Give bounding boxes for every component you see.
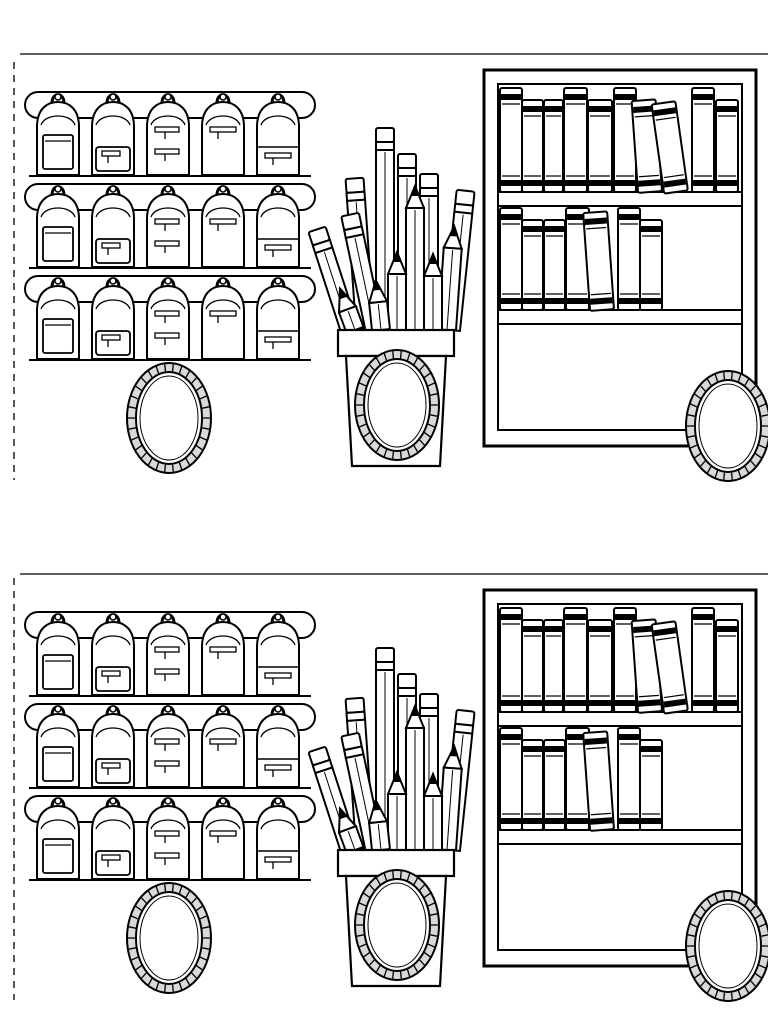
book-icon — [543, 219, 566, 311]
book-icon — [543, 739, 566, 831]
book-icon — [521, 99, 544, 193]
label-badge — [685, 890, 768, 1002]
book-icon — [499, 607, 523, 713]
book-icon — [617, 727, 641, 831]
backpack-icon — [201, 797, 245, 880]
label-badge — [354, 869, 440, 981]
book-icon — [499, 87, 523, 193]
book-icon — [582, 210, 615, 312]
book-icon — [563, 87, 588, 193]
backpack-icon — [146, 185, 190, 268]
book-icon — [691, 87, 715, 193]
bookcase-inner — [497, 83, 743, 431]
backpack-icon — [256, 277, 300, 360]
book-icon — [565, 727, 590, 831]
label-badge — [126, 362, 212, 474]
worksheet-panel-top — [20, 53, 768, 482]
book-icon — [521, 619, 544, 713]
backpack-icon — [146, 797, 190, 880]
book-icon — [587, 619, 613, 713]
book-icon — [521, 219, 544, 311]
backpack-icon — [256, 185, 300, 268]
backpack-icon — [36, 797, 80, 880]
backpack-icon — [91, 613, 135, 696]
bookcase-shelf — [497, 711, 743, 727]
backpack-icon — [91, 93, 135, 176]
backpack-icon — [91, 705, 135, 788]
bookcase-shelf — [497, 309, 743, 325]
book-icon — [499, 207, 523, 311]
book-icon — [582, 730, 615, 832]
backpack-icon — [256, 93, 300, 176]
pencil-icon — [404, 183, 426, 331]
worksheet-panel-bottom — [20, 573, 768, 1002]
backpack-icon — [201, 185, 245, 268]
backpack-icon — [256, 613, 300, 696]
book-icon — [650, 100, 689, 195]
book-icon — [521, 739, 544, 831]
backpack-icon — [91, 185, 135, 268]
book-icon — [565, 207, 590, 311]
backpack-icon — [201, 277, 245, 360]
backpack-icon — [146, 277, 190, 360]
label-badge — [354, 349, 440, 461]
backpack-icon — [146, 705, 190, 788]
pencil-icon — [337, 806, 365, 855]
book-icon — [613, 607, 637, 713]
bookcase — [482, 68, 758, 448]
backpack-icon — [201, 613, 245, 696]
bookcase-inner — [497, 603, 743, 951]
book-icon — [691, 607, 715, 713]
label-badge — [685, 370, 768, 482]
backpack-icon — [201, 705, 245, 788]
pencil-icon — [422, 251, 444, 331]
pencil-icon — [436, 743, 464, 852]
backpack-rack — [24, 611, 316, 881]
backpack-icon — [256, 797, 300, 880]
backpack-icon — [146, 93, 190, 176]
pencil-icon — [404, 703, 426, 851]
book-icon — [543, 99, 564, 193]
book-icon — [587, 99, 613, 193]
backpack-icon — [36, 93, 80, 176]
book-icon — [639, 739, 663, 831]
backpack-icon — [91, 797, 135, 880]
book-icon — [650, 620, 689, 715]
bookcase-shelf — [497, 829, 743, 845]
backpack-rack — [24, 91, 316, 361]
backpack-icon — [146, 613, 190, 696]
book-icon — [499, 727, 523, 831]
book-icon — [715, 99, 739, 193]
label-badge — [126, 882, 212, 994]
book-icon — [543, 619, 564, 713]
backpack-icon — [36, 185, 80, 268]
book-icon — [715, 619, 739, 713]
backpack-icon — [36, 705, 80, 788]
backpack-icon — [256, 705, 300, 788]
book-icon — [617, 207, 641, 311]
backpack-icon — [36, 613, 80, 696]
book-icon — [563, 607, 588, 713]
backpack-icon — [91, 277, 135, 360]
book-icon — [639, 219, 663, 311]
bookcase-shelf — [497, 191, 743, 207]
pencil-icon — [337, 286, 365, 335]
backpack-icon — [201, 93, 245, 176]
backpack-icon — [36, 277, 80, 360]
pencil-icon — [367, 277, 392, 333]
pencil-icon — [386, 769, 408, 851]
book-icon — [613, 87, 637, 193]
